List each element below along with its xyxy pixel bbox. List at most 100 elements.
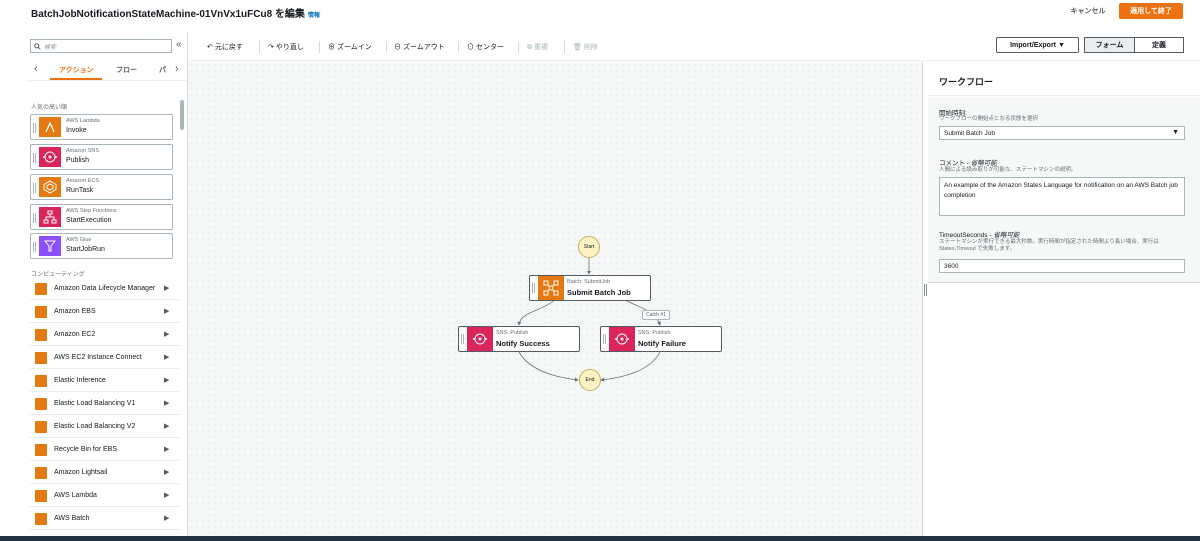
- form-toggle[interactable]: フォーム: [1084, 37, 1135, 53]
- tab-actions[interactable]: アクション: [59, 67, 94, 74]
- drag-handle[interactable]: [461, 334, 464, 344]
- expand-arrow-icon[interactable]: ▶: [164, 492, 170, 499]
- tab-scroll-right-icon[interactable]: ›: [175, 63, 179, 75]
- service-row[interactable]: Amazon EC2 ▶: [30, 324, 180, 346]
- comment-label-text: コメント -: [939, 160, 969, 167]
- action-card-sns-publish[interactable]: Amazon SNS Publish: [30, 144, 173, 170]
- start-at-select[interactable]: Submit Batch Job▼: [939, 126, 1185, 140]
- service-row[interactable]: AWS Lambda ▶: [30, 485, 180, 507]
- cancel-button[interactable]: キャンセル: [1070, 8, 1106, 15]
- import-export-label: Import/Export: [1010, 41, 1056, 49]
- comment-description: 人間による読み取りが可能な、ステートマシンの説明。: [939, 167, 1077, 173]
- expand-arrow-icon[interactable]: ▶: [164, 377, 170, 384]
- service-label: Amazon EC2: [54, 331, 96, 338]
- drag-handle[interactable]: [33, 183, 36, 193]
- expand-arrow-icon[interactable]: ▶: [164, 515, 170, 522]
- info-link[interactable]: 情報: [307, 13, 320, 19]
- panel-resize-handle[interactable]: [922, 62, 928, 541]
- expand-arrow-icon[interactable]: ▶: [164, 423, 170, 430]
- service-icon: [35, 467, 47, 479]
- action-card-stepfunctions-startexecution[interactable]: AWS Step Functions StartExecution: [30, 204, 173, 230]
- expand-arrow-icon[interactable]: ▶: [164, 285, 170, 292]
- card-service: Amazon SNS: [66, 148, 100, 154]
- action-card-glue-startjobrun[interactable]: AWS Glue StartJobRun: [30, 233, 173, 259]
- expand-arrow-icon[interactable]: ▶: [164, 354, 170, 361]
- service-row[interactable]: Elastic Load Balancing V2▶: [30, 416, 180, 438]
- workflow-canvas[interactable]: [188, 62, 922, 541]
- service-label: AWS Lambda: [54, 492, 97, 499]
- drag-handle[interactable]: [33, 153, 36, 163]
- service-label: Elastic Load Balancing V1: [54, 400, 136, 407]
- tab-patterns[interactable]: パ: [159, 67, 166, 74]
- center-label: センター: [475, 44, 504, 51]
- state-notify-failure[interactable]: SNS: Publish Notify Failure: [600, 326, 722, 352]
- tab-scroll-left-icon[interactable]: ‹: [34, 63, 38, 75]
- step-functions-icon: [39, 207, 61, 227]
- expand-arrow-icon[interactable]: ▶: [164, 400, 170, 407]
- collapse-panel-icon[interactable]: «: [176, 39, 182, 50]
- service-row[interactable]: AWS EC2 Instance Connect▶: [30, 347, 180, 369]
- service-row[interactable]: Elastic Load Balancing V1 ▶: [30, 393, 180, 415]
- state-submit-batch-job[interactable]: Batch: SubmitJob Submit Batch Job: [529, 275, 651, 301]
- page-title-text: BatchJobNotificationStateMachine-01VnVx1…: [31, 9, 305, 20]
- service-label: Amazon Data Lifecycle Manager: [54, 285, 156, 292]
- timeout-description: ステートマシンが実行できる最大秒数。実行時間が指定された時間より長い場合、実行は…: [939, 239, 1159, 252]
- drag-handle[interactable]: [532, 283, 535, 293]
- zoom-out-button[interactable]: ⊖ ズームアウト: [394, 42, 445, 52]
- card-service: AWS Glue: [66, 237, 92, 243]
- popular-section-title: 人気の高い順: [31, 105, 68, 111]
- caret-down-icon: ▼: [1172, 129, 1179, 136]
- comment-textarea[interactable]: An example of the Amazon States Language…: [939, 177, 1185, 216]
- state-notify-success[interactable]: SNS: Publish Notify Success: [458, 326, 580, 352]
- state-type: Batch: SubmitJob: [567, 279, 611, 285]
- start-at-description: ワークフローの開始点となる状態を選択: [939, 116, 1038, 122]
- service-row[interactable]: Amazon Data Lifecycle Manager ▶: [30, 278, 180, 300]
- service-row[interactable]: Amazon EBS▶: [30, 301, 180, 323]
- state-name: Notify Failure: [638, 339, 686, 348]
- service-row[interactable]: Elastic Inference ▶: [30, 370, 180, 392]
- redo-button[interactable]: ↷ やり直し: [268, 42, 304, 52]
- drag-handle[interactable]: [33, 213, 36, 223]
- expand-arrow-icon[interactable]: ▶: [164, 331, 170, 338]
- service-icon: [35, 444, 47, 456]
- divider: [518, 41, 519, 53]
- start-node[interactable]: Start: [578, 236, 600, 258]
- delete-button[interactable]: 🗑 削除: [573, 42, 598, 52]
- service-row[interactable]: Recycle Bin for EBS ▶: [30, 439, 180, 461]
- duplicate-button[interactable]: ⧉ 重複: [527, 42, 548, 52]
- search-input[interactable]: 検索: [30, 39, 172, 53]
- expand-arrow-icon[interactable]: ▶: [164, 308, 170, 315]
- service-icon: [35, 283, 47, 295]
- action-card-lambda-invoke[interactable]: AWS Lambda Invoke: [30, 114, 173, 140]
- definition-toggle[interactable]: 定義: [1134, 37, 1184, 53]
- service-label: Elastic Inference: [54, 377, 106, 384]
- service-label: Recycle Bin for EBS: [54, 446, 118, 453]
- center-button[interactable]: ⊙ センター: [467, 42, 504, 52]
- sns-icon: [39, 147, 61, 167]
- drag-handle[interactable]: [33, 242, 36, 252]
- zoom-in-icon: ⊕: [328, 44, 335, 51]
- action-card-ecs-runtask[interactable]: Amazon ECS RunTask: [30, 174, 173, 200]
- service-icon: [35, 306, 47, 318]
- state-name: Notify Success: [496, 339, 550, 348]
- drag-handle[interactable]: [603, 334, 606, 344]
- divider: [259, 41, 260, 53]
- apply-and-exit-button[interactable]: 適用して終了: [1119, 3, 1183, 19]
- tab-flow[interactable]: フロー: [116, 67, 137, 74]
- state-type: SNS: Publish: [496, 330, 529, 336]
- divider: [458, 41, 459, 53]
- comment-optional: 省略可能: [970, 160, 997, 167]
- service-row[interactable]: Amazon Lightsail▶: [30, 462, 180, 484]
- expand-arrow-icon[interactable]: ▶: [164, 469, 170, 476]
- end-node[interactable]: End: [579, 369, 601, 391]
- inspector-title: ワークフロー: [939, 77, 994, 87]
- drag-handle[interactable]: [33, 123, 36, 133]
- timeout-input[interactable]: 3600: [939, 259, 1185, 273]
- service-row[interactable]: AWS Batch▶: [30, 508, 180, 530]
- undo-button[interactable]: ↶ 元に戻す: [207, 42, 243, 52]
- zoom-in-button[interactable]: ⊕ ズームイン: [328, 42, 372, 52]
- expand-arrow-icon[interactable]: ▶: [164, 446, 170, 453]
- scrollbar[interactable]: [180, 100, 184, 130]
- zoom-in-label: ズームイン: [336, 44, 372, 51]
- import-export-dropdown[interactable]: Import/Export ▼: [996, 37, 1079, 53]
